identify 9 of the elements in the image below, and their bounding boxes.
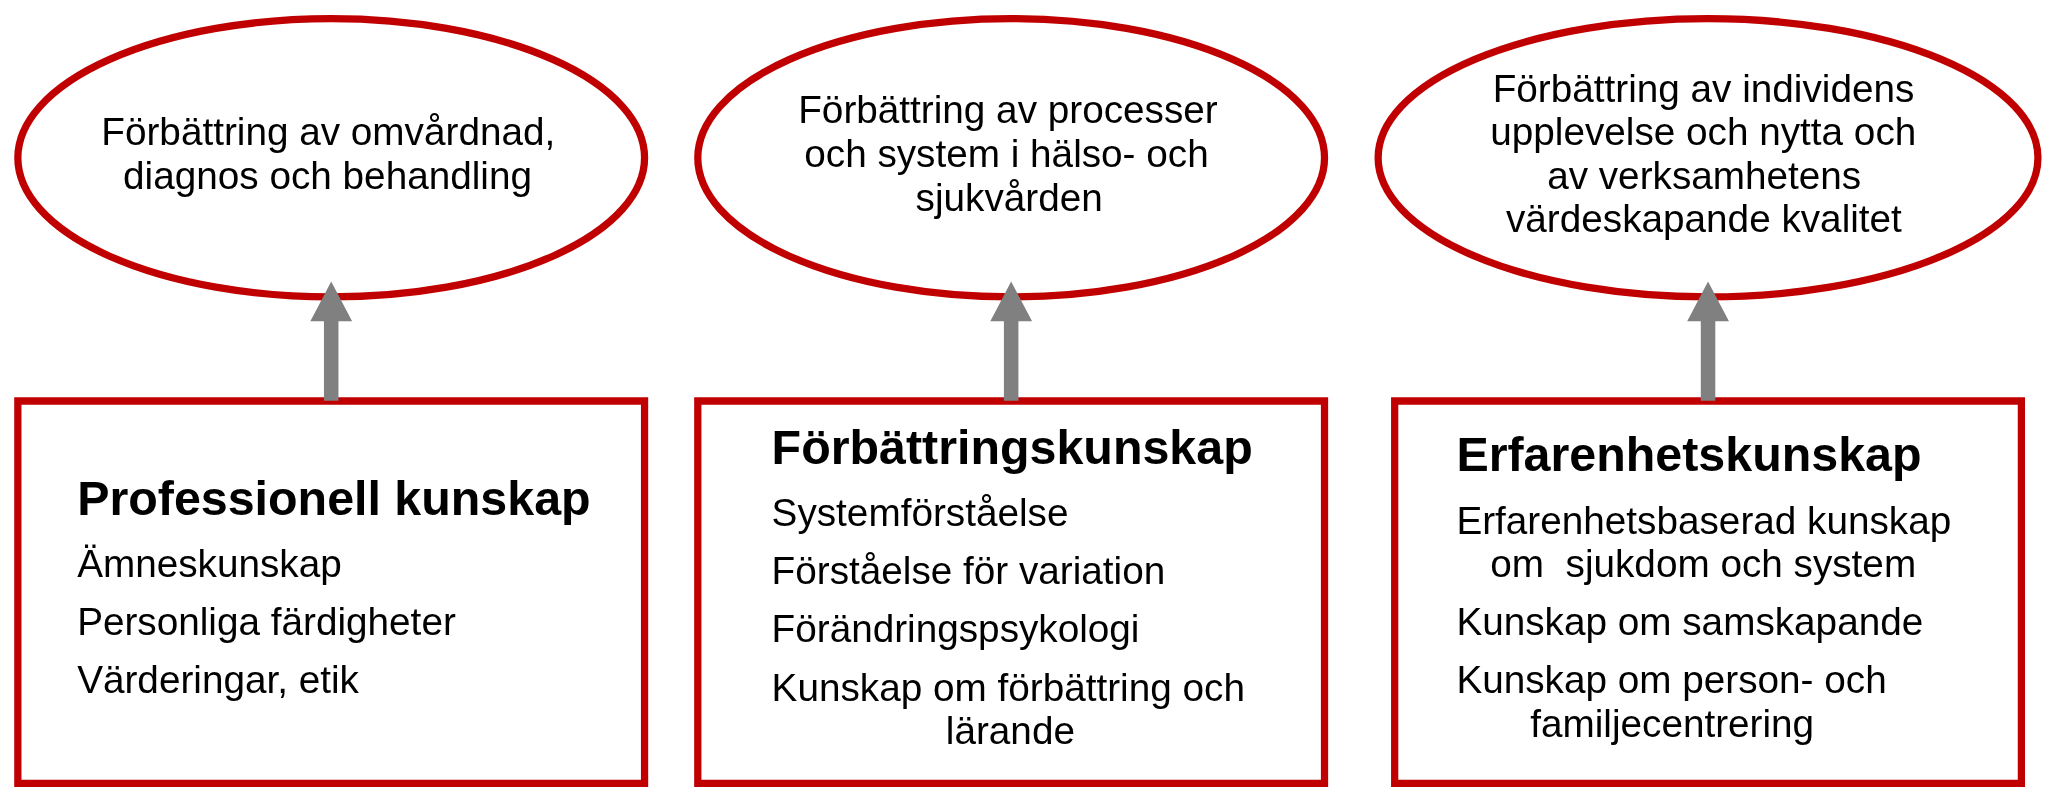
node-ellipse: Förbättring av individens upplevelse och nytta och av verksamhetens värdeskapande kvalitet bbox=[1374, 14, 2042, 301]
arrow bbox=[1687, 280, 1729, 401]
node-box: Förbättringskunskap Systemförståelse Förståelse för variation Förändringspsykologi Kunskap om förbättring och lärande bbox=[694, 396, 1329, 787]
arrow bbox=[990, 280, 1033, 401]
node-box: Erfarenhetskunskap Erfarenhetsbaserad kunskap om sjukdom och system Kunskap om samskapande Kunskap om person- och familjecentrering bbox=[1391, 396, 2026, 787]
arrow bbox=[310, 280, 353, 401]
node-box: Professionell kunskap Ämneskunskap Personliga färdigheter Värderingar, etik bbox=[14, 396, 649, 787]
node-ellipse: Förbättring av processer och system i hälso- och sjukvården bbox=[694, 14, 1329, 301]
node-ellipse: Förbättring av omvårdnad, diagnos och behandling bbox=[14, 14, 649, 301]
